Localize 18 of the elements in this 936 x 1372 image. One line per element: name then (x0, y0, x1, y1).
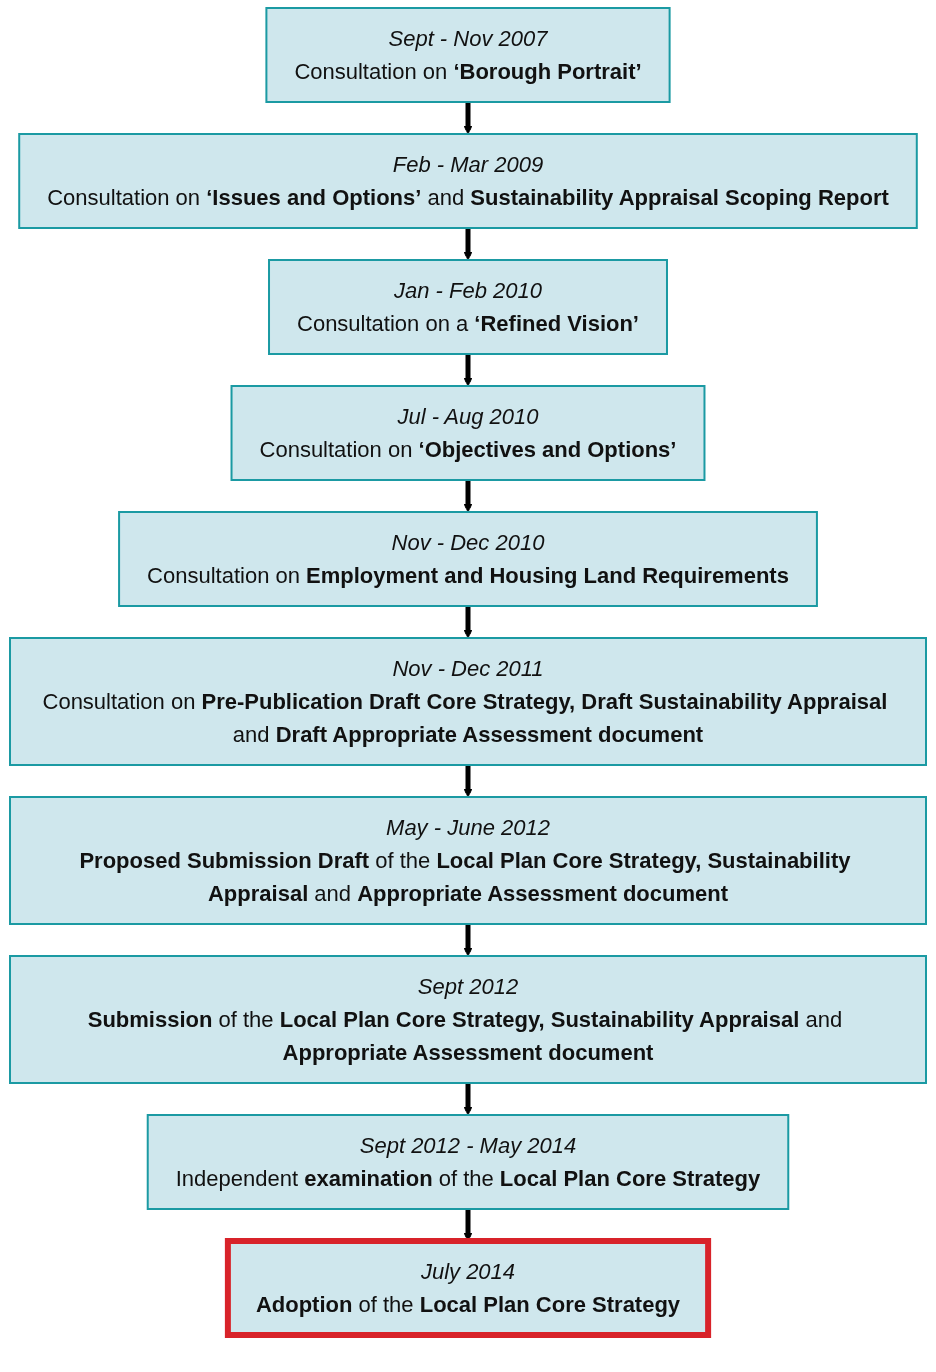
node-box: Sept 2012 - May 2014 Independent examination of the Local Plan Core Strategy (146, 1114, 790, 1210)
node-box: Jan - Feb 2010 Consultation on a ‘Refined Vision’ (268, 259, 668, 355)
arrow (463, 480, 473, 513)
arrow (463, 102, 473, 135)
node-box: Nov - Dec 2011 Consultation on Pre-Publication Draft Core Strategy, Draft Sustainability Appraisal and Draft Appropriate Assessment document (9, 637, 927, 766)
node-box: May - June 2012 Proposed Submission Draft of the Local Plan Core Strategy, Sustainability Appraisal and Appropriate Assessment document (9, 796, 927, 925)
arrow (463, 228, 473, 261)
arrow (463, 924, 473, 957)
node-box: Feb - Mar 2009 Consultation on ‘Issues and Options’ and Sustainability Appraisal Scoping Report (18, 133, 918, 229)
arrow (463, 354, 473, 387)
node-box: Jul - Aug 2010 Consultation on ‘Objectives and Options’ (230, 385, 706, 481)
node-box: Sept 2012 Submission of the Local Plan Core Strategy, Sustainability Appraisal and Appropriate Assessment document (9, 955, 927, 1084)
node-box: Sept - Nov 2007 Consultation on ‘Borough Portrait’ (265, 7, 671, 103)
node-box: Nov - Dec 2010 Consultation on Employment and Housing Land Requirements (118, 511, 818, 607)
arrow (463, 765, 473, 798)
node-box: July 2014 Adoption of the Local Plan Core Strategy (224, 1238, 712, 1338)
arrow (463, 1083, 473, 1116)
arrow (463, 606, 473, 639)
